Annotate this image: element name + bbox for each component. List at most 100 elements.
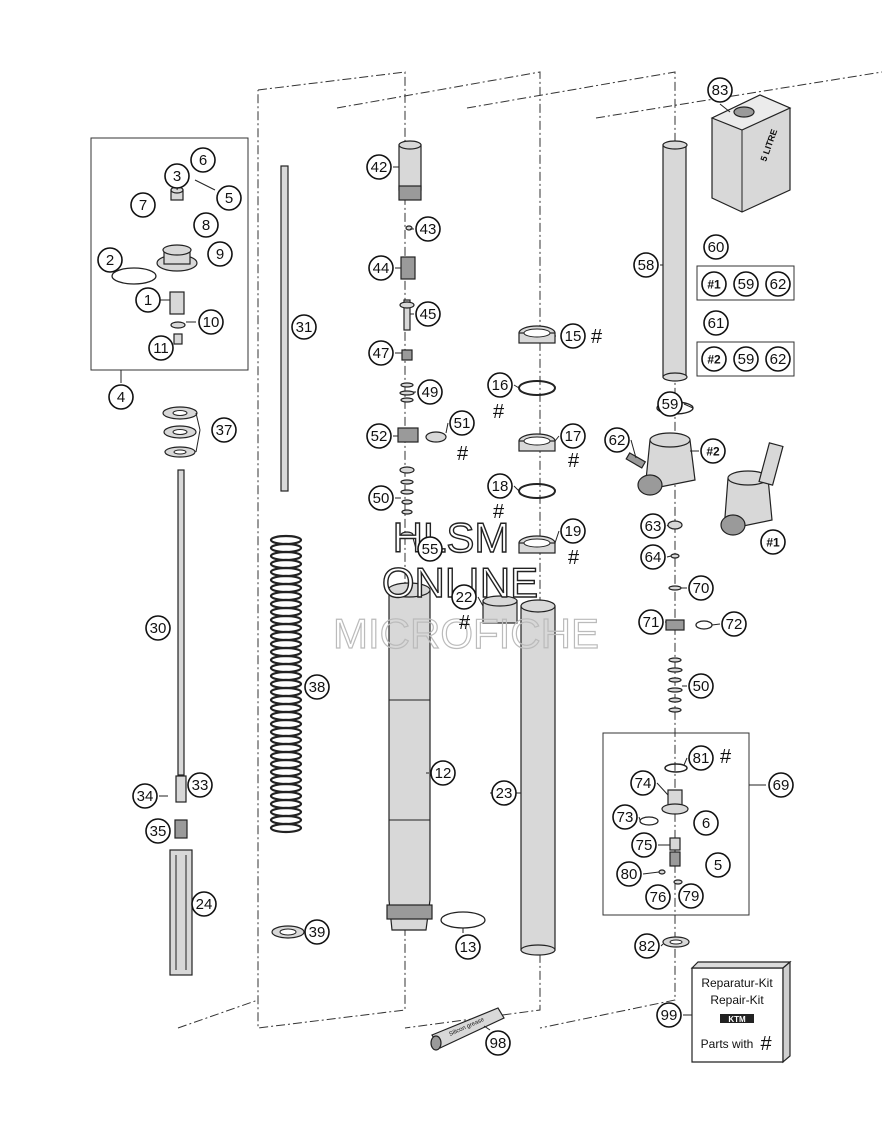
svg-text:#1: #1 — [707, 278, 721, 292]
callout-70: 70 — [688, 575, 714, 601]
callout-30: 30 — [145, 615, 171, 641]
hash-mark: # — [568, 450, 580, 472]
callout-59: 59 — [657, 391, 683, 417]
callout-16: 16 — [487, 372, 513, 398]
svg-text:30: 30 — [150, 620, 167, 637]
hash-mark: # — [493, 501, 505, 523]
callout-62: 62 — [765, 346, 791, 372]
svg-text:15: 15 — [565, 328, 582, 345]
callout-45: 45 — [415, 301, 441, 327]
callout-80: 80 — [616, 861, 642, 887]
callout-75: 75 — [631, 832, 657, 858]
hash-mark: # — [591, 326, 603, 348]
svg-text:62: 62 — [609, 432, 626, 449]
callout-5: 5 — [705, 852, 731, 878]
svg-text:59: 59 — [738, 351, 755, 368]
callout-2: 2 — [97, 247, 123, 273]
callout-23: 23 — [491, 780, 517, 806]
callout-1: 1 — [135, 287, 161, 313]
callout-61: 61 — [703, 310, 729, 336]
hash-mark: # — [457, 443, 469, 465]
callout-6: 6 — [693, 810, 719, 836]
callout-62: 62 — [765, 271, 791, 297]
svg-text:51: 51 — [454, 415, 471, 432]
svg-text:11: 11 — [153, 340, 169, 357]
svg-text:52: 52 — [371, 428, 388, 445]
repair-kit-parts-with: Parts with — [701, 1037, 754, 1051]
svg-text:75: 75 — [636, 837, 653, 854]
callout-24: 24 — [191, 891, 217, 917]
svg-text:38: 38 — [309, 679, 326, 696]
oil-can-83: 5 LITRE — [710, 94, 792, 213]
callout-99: 99 — [656, 1002, 682, 1028]
callout-62: 62 — [604, 427, 630, 453]
svg-text:19: 19 — [565, 523, 582, 540]
callout-69: 69 — [768, 772, 794, 798]
callout-49: 49 — [417, 379, 443, 405]
piston-rod-42 — [398, 144, 422, 191]
svg-text:34: 34 — [137, 788, 154, 805]
valving-group — [386, 140, 486, 933]
watermark: HLSM ONLINE MICROFICHE — [332, 513, 599, 657]
svg-text:82: 82 — [639, 938, 656, 955]
svg-text:13: 13 — [460, 939, 477, 956]
svg-text:22: 22 — [456, 589, 473, 606]
callout-10: 10 — [198, 309, 224, 335]
svg-text:18: 18 — [492, 478, 509, 495]
callout-7: 7 — [130, 192, 156, 218]
svg-text:42: 42 — [371, 159, 388, 176]
svg-text:7: 7 — [139, 197, 147, 214]
svg-text:50: 50 — [693, 678, 710, 695]
callout-52: 52 — [366, 423, 392, 449]
callout-19: 19 — [560, 518, 586, 544]
svg-text:49: 49 — [422, 384, 439, 401]
callout-83: 83 — [707, 77, 733, 103]
callout-kit-1: #1 — [760, 529, 786, 555]
callout-50: 50 — [688, 673, 714, 699]
repair-kit-title-de: Reparatur-Kit — [701, 976, 773, 990]
push-rod-31 — [280, 165, 289, 492]
bushing-1 — [169, 291, 185, 315]
callout-33: 33 — [187, 772, 213, 798]
svg-text:17: 17 — [565, 428, 582, 445]
callout-79: 79 — [678, 883, 704, 909]
repair-kit-99: Reparatur-Kit Repair-Kit KTM Parts with … — [683, 960, 792, 1064]
hash-mark: # — [568, 547, 580, 569]
svg-text:58: 58 — [638, 257, 655, 274]
inner-tube-group — [477, 325, 560, 956]
callout-63: 63 — [640, 513, 666, 539]
inner-tube-23 — [520, 605, 556, 951]
callout-58: 58 — [633, 252, 659, 278]
svg-text:81: 81 — [693, 750, 710, 767]
watermark-line-1: HLSM — [393, 514, 510, 561]
svg-text:69: 69 — [773, 777, 790, 794]
callout-50: 50 — [368, 485, 394, 511]
svg-text:1: 1 — [144, 292, 152, 309]
callout-64: 64 — [640, 544, 666, 570]
callout-44: 44 — [368, 255, 394, 281]
o-ring-13 — [440, 911, 486, 929]
repair-kit-title-en: Repair-Kit — [710, 993, 764, 1007]
callout-kit-2: #2 — [701, 346, 727, 372]
callout-4: 4 — [108, 384, 134, 410]
callout-17: 17 — [560, 423, 586, 449]
callout-37: 37 — [211, 417, 237, 443]
callout-81: 81 — [688, 745, 714, 771]
callout-5: 5 — [216, 185, 242, 211]
svg-text:9: 9 — [216, 246, 224, 263]
callout-71: 71 — [638, 609, 664, 635]
callout-9: 9 — [207, 241, 233, 267]
spring-44 — [400, 256, 416, 280]
callout-12: 12 — [430, 760, 456, 786]
svg-text:44: 44 — [373, 260, 390, 277]
svg-text:73: 73 — [617, 809, 634, 826]
svg-text:70: 70 — [693, 580, 710, 597]
callout-43: 43 — [415, 216, 441, 242]
svg-text:5: 5 — [714, 857, 722, 874]
callout-59: 59 — [733, 346, 759, 372]
damper-rod-group — [111, 179, 216, 976]
callout-35: 35 — [145, 818, 171, 844]
svg-text:35: 35 — [150, 823, 167, 840]
spring-group — [269, 165, 305, 939]
